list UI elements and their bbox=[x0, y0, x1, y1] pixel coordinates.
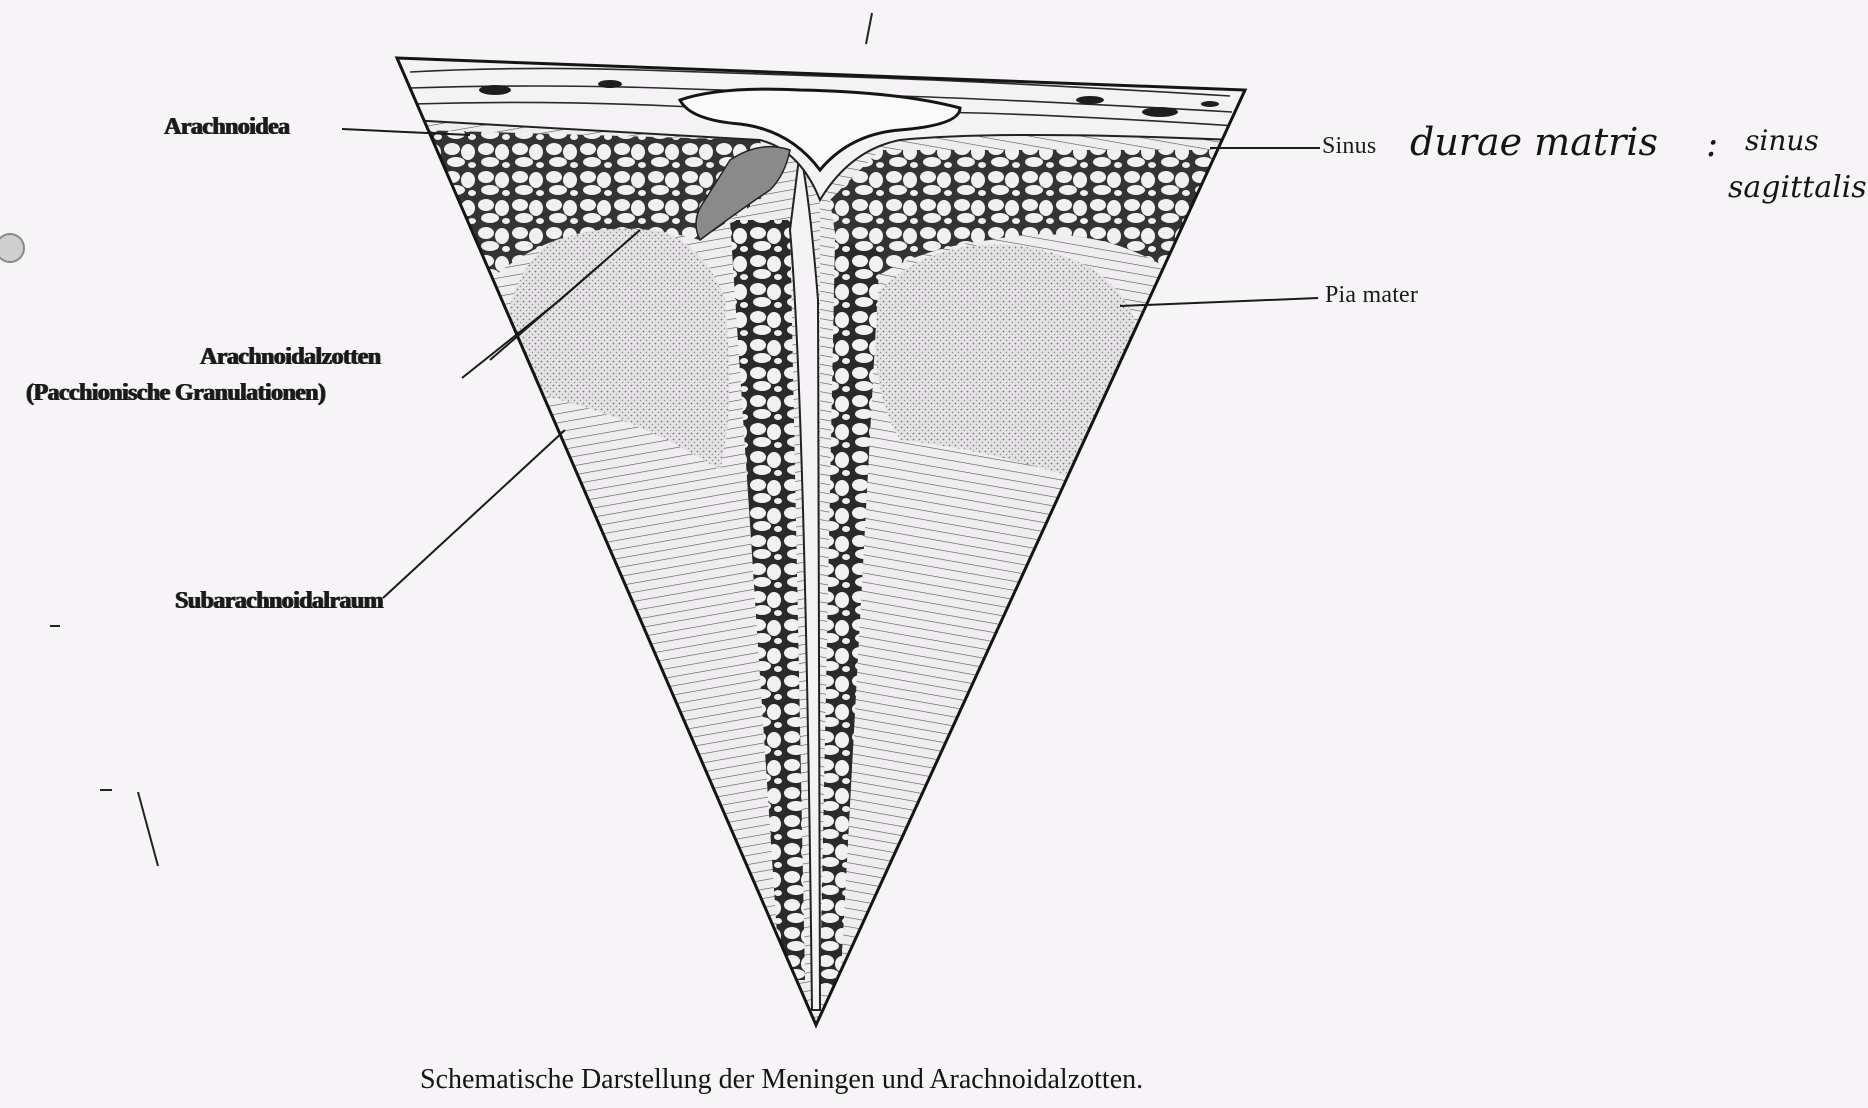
label-pia-mater: Pia mater bbox=[1325, 282, 1419, 308]
leader-lines bbox=[341, 128, 1320, 599]
handwritten-sinus: sinus bbox=[1745, 124, 1819, 157]
sinus-cavity bbox=[677, 87, 962, 173]
scan-marks bbox=[50, 12, 873, 867]
label-subarachnoid: Subarachnoidalraum bbox=[175, 588, 384, 614]
figure-caption: Schematische Darstellung der Meningen un… bbox=[420, 1064, 1144, 1095]
handwritten-durae-matris: durae matris bbox=[1410, 120, 1658, 164]
label-arachnoidea: Arachnoidea bbox=[164, 114, 290, 140]
wedge-section bbox=[397, 58, 1245, 1025]
label-sinus: Sinus bbox=[1322, 133, 1377, 159]
punch-hole bbox=[0, 233, 25, 263]
handwritten-colon: : bbox=[1706, 124, 1719, 165]
label-granulations-line1: Arachnoidalzotten bbox=[200, 344, 381, 370]
right-gyrus bbox=[875, 244, 1135, 480]
label-granulations-line2: (Pacchionische Granulationen) bbox=[26, 380, 326, 406]
granulation-tuft bbox=[695, 145, 791, 242]
left-gyrus bbox=[505, 220, 729, 470]
handwritten-sagittalis: sagittalis bbox=[1728, 170, 1867, 205]
